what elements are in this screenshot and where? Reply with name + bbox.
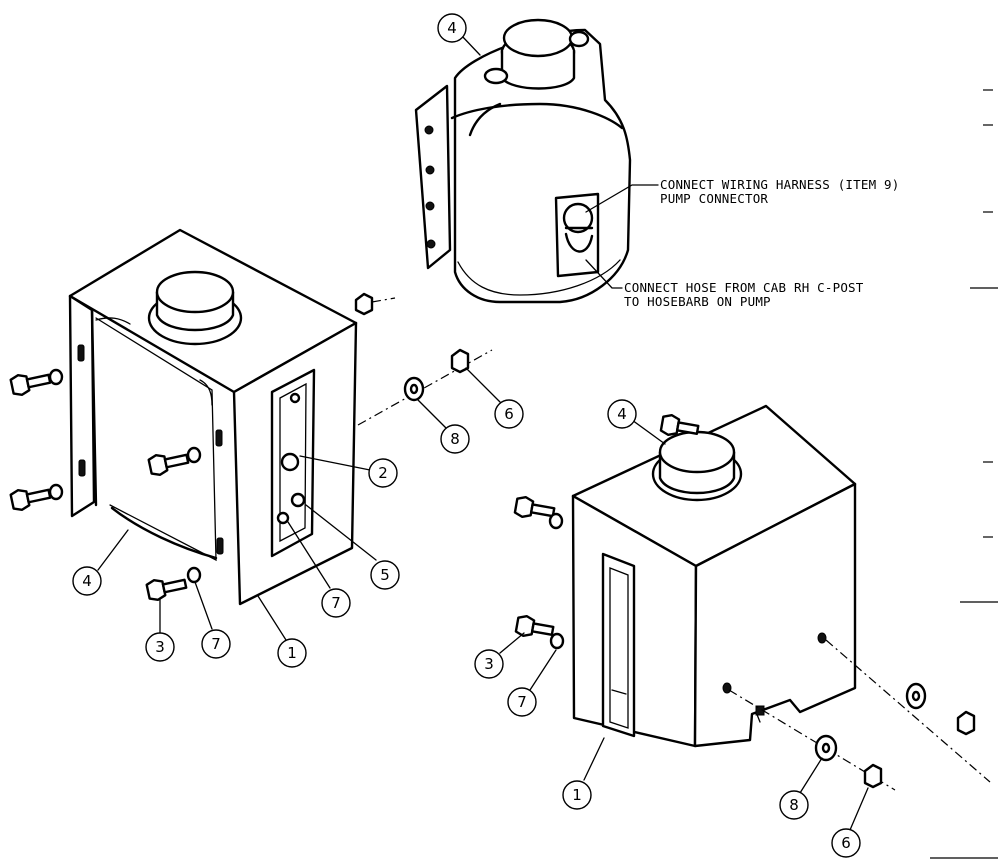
note-wiring-line-1: CONNECT WIRING HARNESS (ITEM 9) — [660, 177, 900, 192]
svg-text:3: 3 — [155, 638, 165, 656]
svg-text:4: 4 — [447, 19, 457, 37]
svg-text:2: 2 — [378, 464, 388, 482]
svg-text:5: 5 — [380, 566, 390, 584]
note-wiring-harness: CONNECT WIRING HARNESS (ITEM 9) PUMP CON… — [660, 177, 900, 206]
callout-balloon-left-1: 1 — [277, 638, 307, 668]
bolt-hardware-left — [9, 292, 493, 601]
callout-balloon-left-2: 2 — [368, 458, 398, 488]
callout-balloon-left-4: 4 — [72, 566, 102, 596]
svg-text:6: 6 — [504, 405, 514, 423]
svg-text:1: 1 — [572, 786, 582, 804]
svg-text:1: 1 — [287, 644, 297, 662]
callouts-left: 2 5 7 4 3 7 1 8 6 — [72, 367, 524, 668]
svg-text:7: 7 — [211, 635, 221, 653]
reservoir-tank-view — [414, 18, 659, 304]
bolt-hardware-right — [513, 413, 991, 791]
svg-text:4: 4 — [82, 572, 92, 590]
note-wiring-line-2: PUMP CONNECTOR — [660, 191, 768, 206]
callout-balloon-left-7a: 7 — [201, 629, 231, 659]
callout-balloon-right-8: 8 — [779, 790, 809, 820]
bracket-assembly-right — [571, 404, 857, 748]
callout-balloon-left-7b: 7 — [321, 588, 351, 618]
svg-text:7: 7 — [517, 693, 527, 711]
svg-text:6: 6 — [841, 834, 851, 852]
callouts-right: 4 3 7 1 8 6 — [474, 399, 869, 858]
note-hose-line-1: CONNECT HOSE FROM CAB RH C-POST — [624, 280, 864, 295]
svg-text:7: 7 — [331, 594, 341, 612]
callout-balloon-left-8: 8 — [440, 424, 470, 454]
note-hose-connection: CONNECT HOSE FROM CAB RH C-POST TO HOSEB… — [624, 280, 864, 309]
callout-balloon-top-4: 4 — [437, 13, 467, 43]
callout-balloon-left-6: 6 — [494, 399, 524, 429]
callout-balloon-left-3: 3 — [145, 632, 175, 662]
svg-text:4: 4 — [617, 405, 627, 423]
callout-balloon-right-6: 6 — [831, 828, 861, 858]
callout-balloon-right-3: 3 — [474, 649, 504, 679]
callout-balloon-right-1: 1 — [562, 780, 592, 810]
callout-balloon-left-5: 5 — [370, 560, 400, 590]
bracket-assembly-left — [68, 228, 358, 606]
svg-text:8: 8 — [450, 430, 460, 448]
svg-text:3: 3 — [484, 655, 494, 673]
callout-balloon-right-7: 7 — [507, 687, 537, 717]
svg-text:8: 8 — [789, 796, 799, 814]
drawing-frame-ticks — [930, 89, 998, 859]
callout-balloon-right-4: 4 — [607, 399, 637, 429]
note-hose-line-2: TO HOSEBARB ON PUMP — [624, 294, 771, 309]
